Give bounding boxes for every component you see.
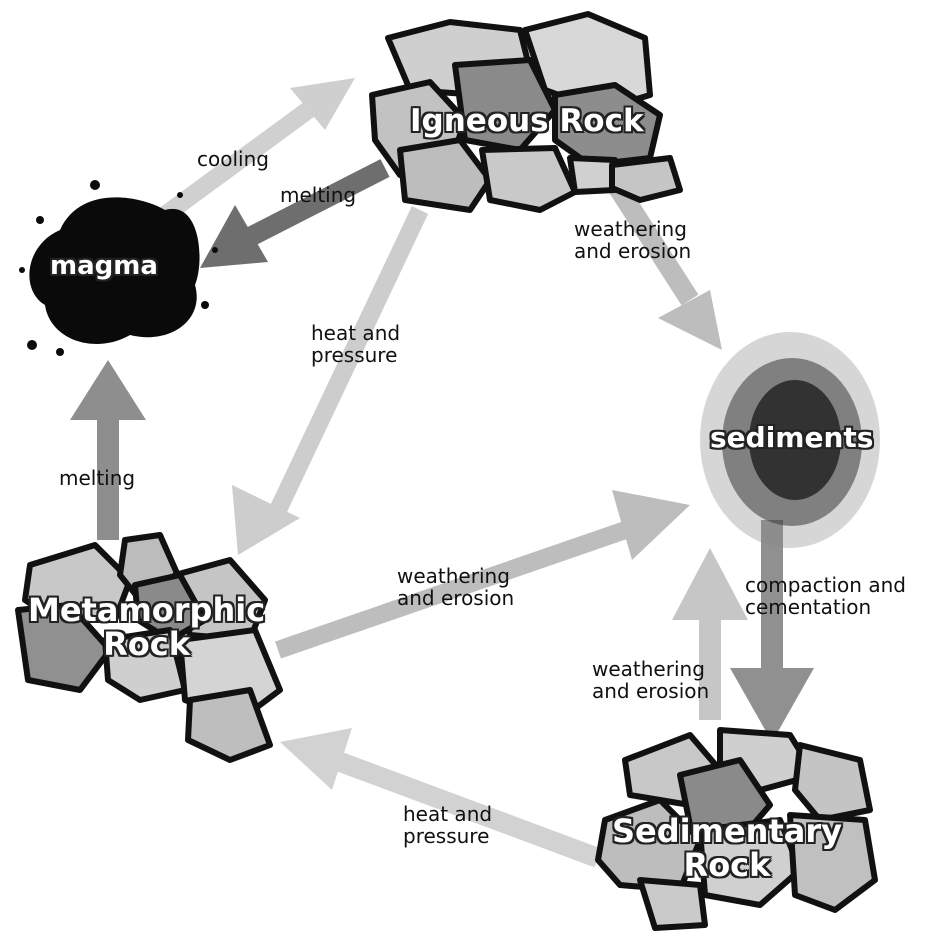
sediments-cloud: [700, 332, 880, 548]
magma-title: magma: [50, 251, 158, 281]
compaction-arrow: [730, 520, 814, 742]
sedimentary-rock-title: Sedimentary Rock: [612, 812, 842, 884]
heat-arrow-igneous: [232, 206, 429, 555]
igneous-rock-title: Igneous Rock: [410, 103, 644, 139]
melting-arrow-igneous: [200, 159, 390, 268]
melting-label-igneous: melting: [280, 183, 357, 207]
melting-label-metamorphic: melting: [59, 466, 136, 490]
cooling-label: cooling: [197, 147, 269, 171]
sedimentary-rock-image: [595, 727, 878, 931]
melting-arrow-metamorphic: [70, 360, 146, 540]
magma-blot: [19, 180, 218, 356]
weathering-arrow-sedimentary: [672, 548, 748, 720]
metamorphic-rock-title: Metamorphic Rock: [28, 591, 266, 663]
cooling-arrow: [159, 78, 355, 223]
sediments-title: sediments: [710, 421, 874, 454]
heat-pressure-label-sedimentary: heat and pressure: [403, 802, 493, 848]
igneous-rock-image: [369, 11, 683, 213]
weathering-label-metamorphic: weathering and erosion: [397, 564, 515, 610]
weathering-arrow-igneous: [609, 182, 722, 350]
weathering-arrow-metamorphic: [275, 490, 690, 659]
weathering-label-sedimentary: weathering and erosion: [592, 657, 710, 703]
metamorphic-rock-image: [15, 532, 283, 763]
weathering-label-igneous: weathering and erosion: [574, 217, 692, 263]
heat-arrow-sedimentary: [280, 728, 602, 868]
heat-pressure-label-igneous: heat and pressure: [311, 321, 401, 367]
compaction-label: compaction and cementation: [745, 573, 906, 619]
